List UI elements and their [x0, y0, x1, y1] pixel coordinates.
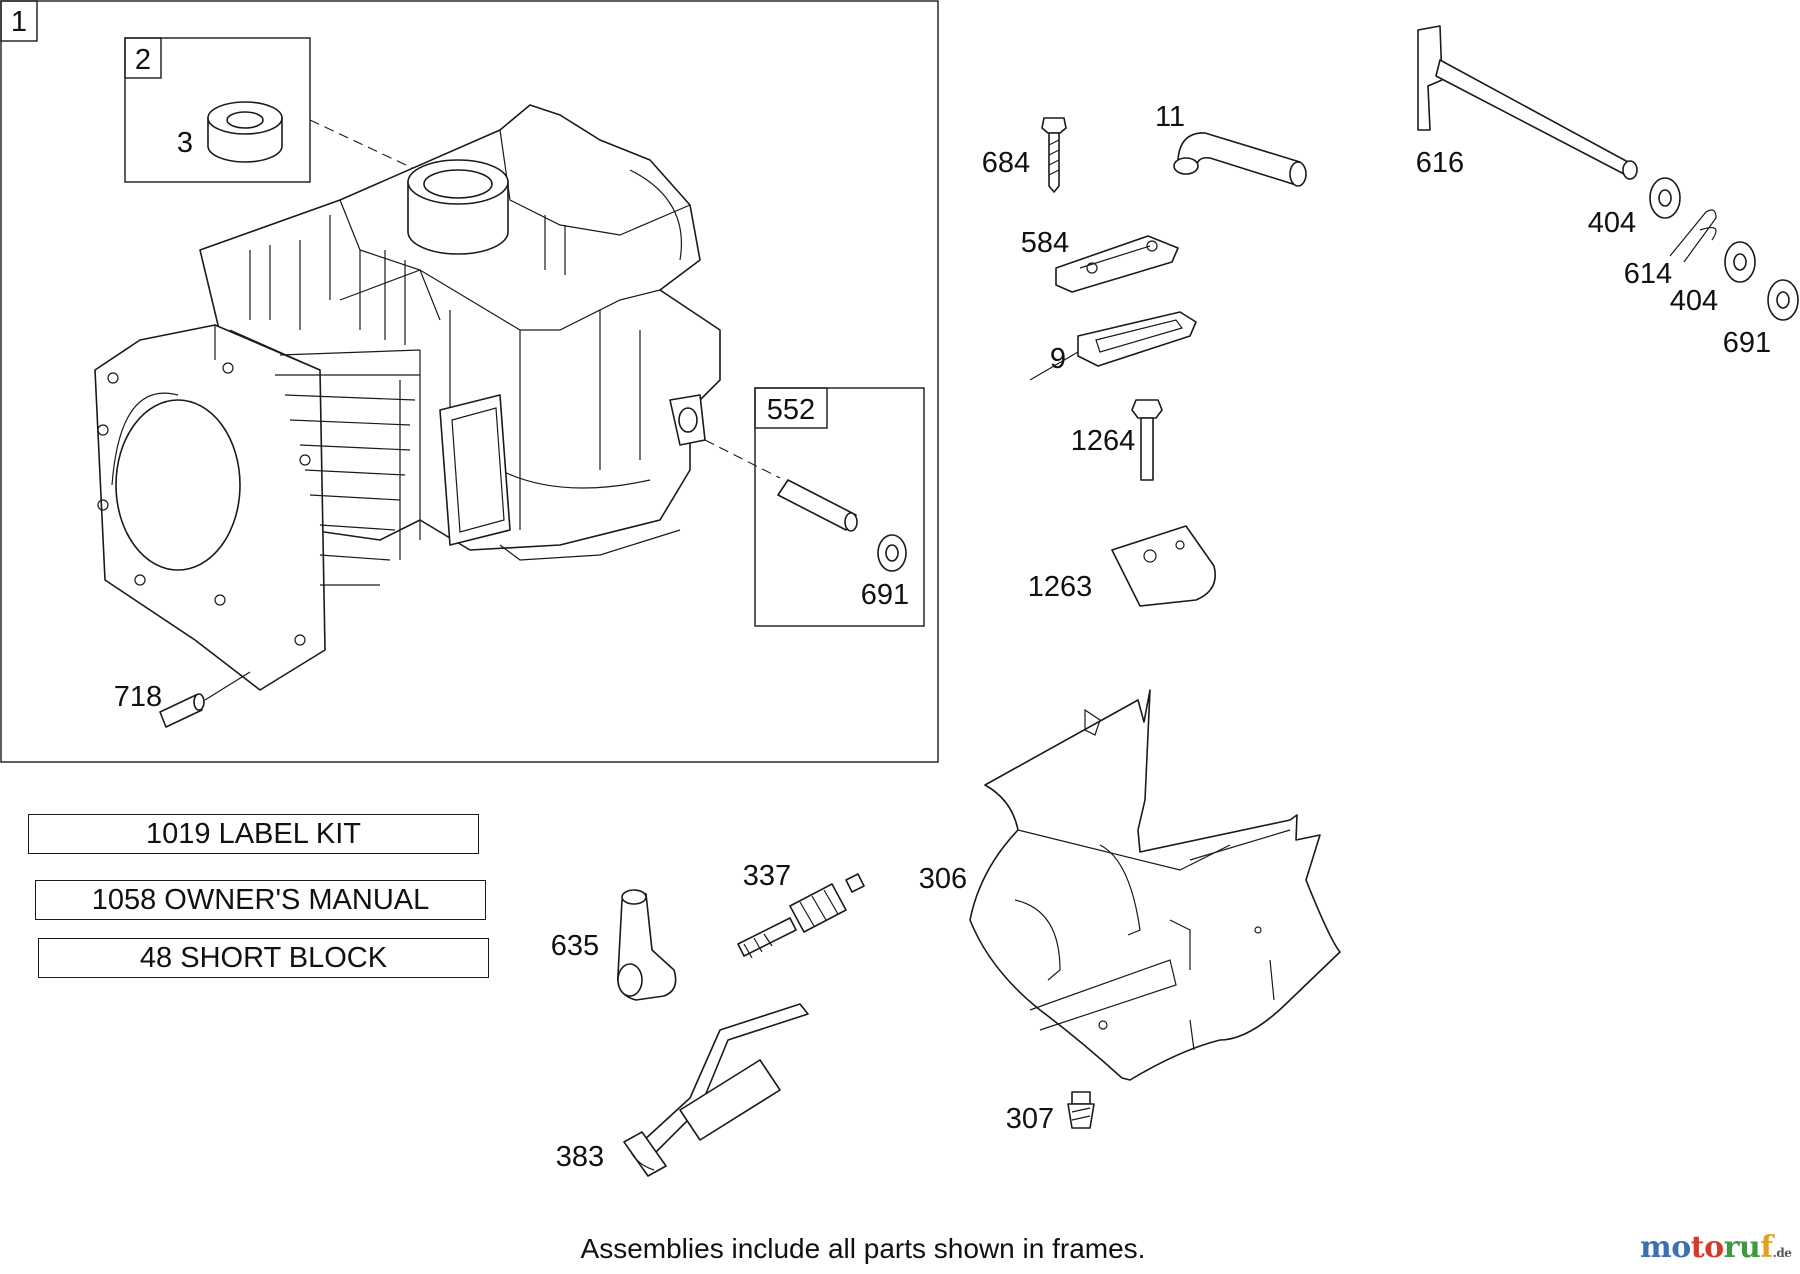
washer-404-b-part [1724, 241, 1756, 283]
kit-box-short-block: 48 SHORT BLOCK [38, 938, 489, 978]
callout-584: 584 [1021, 227, 1069, 259]
callout-635: 635 [551, 930, 599, 962]
hair-pin-614-part [1669, 209, 1717, 263]
bolt-1264-part [1131, 399, 1163, 481]
kit-box-label-kit: 1019 LABEL KIT [28, 814, 479, 854]
washer-691-part [877, 534, 907, 572]
governor-shaft-616-part [1417, 25, 1638, 180]
watermark-part-2: to [1690, 1230, 1724, 1265]
washer-404-a-part [1649, 177, 1681, 219]
gasket-9-part [1077, 311, 1197, 367]
kit-label-48: 48 SHORT BLOCK [139, 941, 388, 974]
callout-616: 616 [1416, 147, 1464, 179]
frame-number-2: 2 [135, 44, 151, 76]
watermark-logo[interactable]: motoruf.de [1640, 1230, 1792, 1265]
frame-short-block: 1 [0, 0, 939, 763]
leader-pin [704, 439, 781, 479]
watermark-part-1: mo [1640, 1230, 1691, 1265]
screw-307-part [1067, 1091, 1095, 1129]
callout-718: 718 [114, 681, 162, 713]
callout-337: 337 [743, 860, 791, 892]
callout-691-frame: 691 [861, 579, 909, 611]
watermark-part-3: ru [1723, 1230, 1761, 1265]
oil-seal-part [207, 101, 283, 163]
callout-307: 307 [1006, 1103, 1054, 1135]
callout-306: 306 [919, 863, 967, 895]
spark-plug-337-part [737, 873, 865, 959]
dowel-718-part [159, 693, 205, 728]
callout-11: 11 [1155, 101, 1185, 133]
kit-box-owners-manual: 1058 OWNER'S MANUAL [35, 880, 486, 920]
callout-1263: 1263 [1028, 571, 1093, 603]
callout-684: 684 [982, 147, 1030, 179]
watermark-part-4: f [1760, 1230, 1773, 1265]
shroud-306-part [969, 689, 1341, 1081]
frame-pin-kit: 552 691 [754, 387, 925, 627]
callout-404-a: 404 [1588, 207, 1636, 239]
callout-691-b: 691 [1723, 327, 1771, 359]
dowel-pin-part [777, 479, 858, 532]
callout-3: 3 [177, 127, 193, 159]
spark-boot-635-part [617, 889, 677, 1001]
kit-label-1019: 1019 LABEL KIT [146, 817, 361, 850]
wrench-383-part [623, 1003, 809, 1177]
footnote: Assemblies include all parts shown in fr… [580, 1233, 1146, 1264]
callout-614: 614 [1624, 258, 1672, 290]
plate-1263-part [1111, 525, 1216, 607]
callout-383: 383 [556, 1141, 604, 1173]
screw-684-part [1041, 117, 1067, 193]
frame-number-1: 1 [11, 6, 27, 38]
kit-label-1058: 1058 OWNER'S MANUAL [91, 883, 430, 916]
engine-block-part [94, 104, 721, 691]
frame-seal-kit: 2 3 [124, 37, 311, 183]
callout-9: 9 [1050, 343, 1066, 375]
leader-9 [1029, 351, 1079, 381]
frame-number-552: 552 [767, 394, 815, 426]
washer-691-b-part [1767, 279, 1799, 321]
breather-cover-584-part [1055, 235, 1179, 293]
callout-1264: 1264 [1071, 425, 1136, 457]
breather-tube-11-part [1173, 132, 1307, 187]
leader-718 [204, 671, 251, 701]
callout-404-b: 404 [1670, 285, 1718, 317]
watermark-suffix: .de [1772, 1246, 1792, 1260]
